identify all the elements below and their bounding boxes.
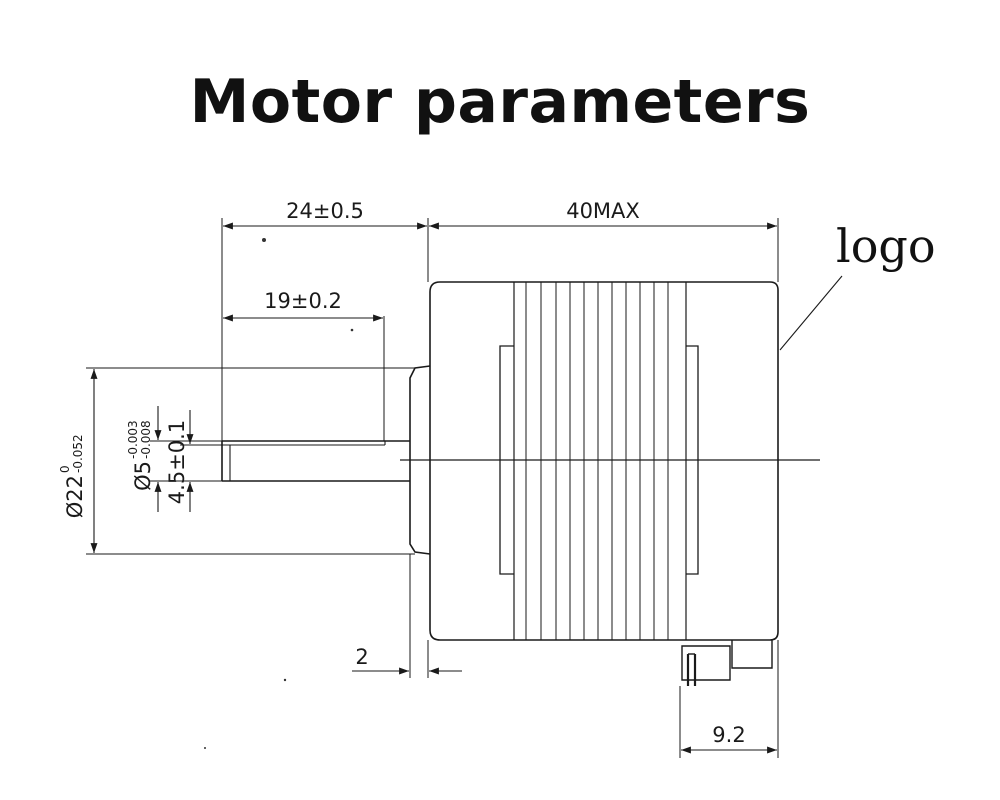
connector: [681, 640, 773, 686]
dim-shaft-diameter: Ø5: [131, 461, 155, 491]
extension-lines: [86, 218, 779, 758]
dimension-lines: [90, 222, 843, 754]
lamination-notch-right: [686, 345, 699, 575]
dim-flat-length: 19±0.2: [264, 289, 342, 313]
logo-leader-line: [779, 275, 843, 351]
front-boss: [409, 365, 431, 555]
shaft-diameter-label: Ø5 -0.003 -0.008: [126, 420, 155, 491]
dim-boss-tol-upper: 0: [58, 465, 72, 473]
dim-body-length: 40MAX: [566, 199, 640, 223]
logo-label: logo: [836, 219, 936, 273]
dim-flat-depth: 4.5±0.1: [165, 420, 189, 504]
motor-outline: [221, 281, 820, 641]
boss-diameter-label: Ø22 0 -0.052: [58, 434, 87, 518]
motor-body: [429, 281, 779, 641]
lamination-notch-left: [499, 345, 514, 575]
dim-shaft-tol-upper: -0.003: [126, 420, 140, 459]
scan-specks: [204, 238, 354, 749]
dim-shaft-length: 24±0.5: [286, 199, 364, 223]
dim-flange-step: 2: [355, 645, 368, 669]
page-title: Motor parameters: [189, 67, 811, 137]
dim-boss-tol-lower: -0.052: [71, 434, 85, 473]
dim-shaft-tol-lower: -0.008: [139, 420, 153, 459]
lamination-lines: [525, 282, 669, 640]
dim-connector-width: 9.2: [712, 723, 745, 747]
dim-boss-diameter: Ø22: [63, 475, 87, 518]
